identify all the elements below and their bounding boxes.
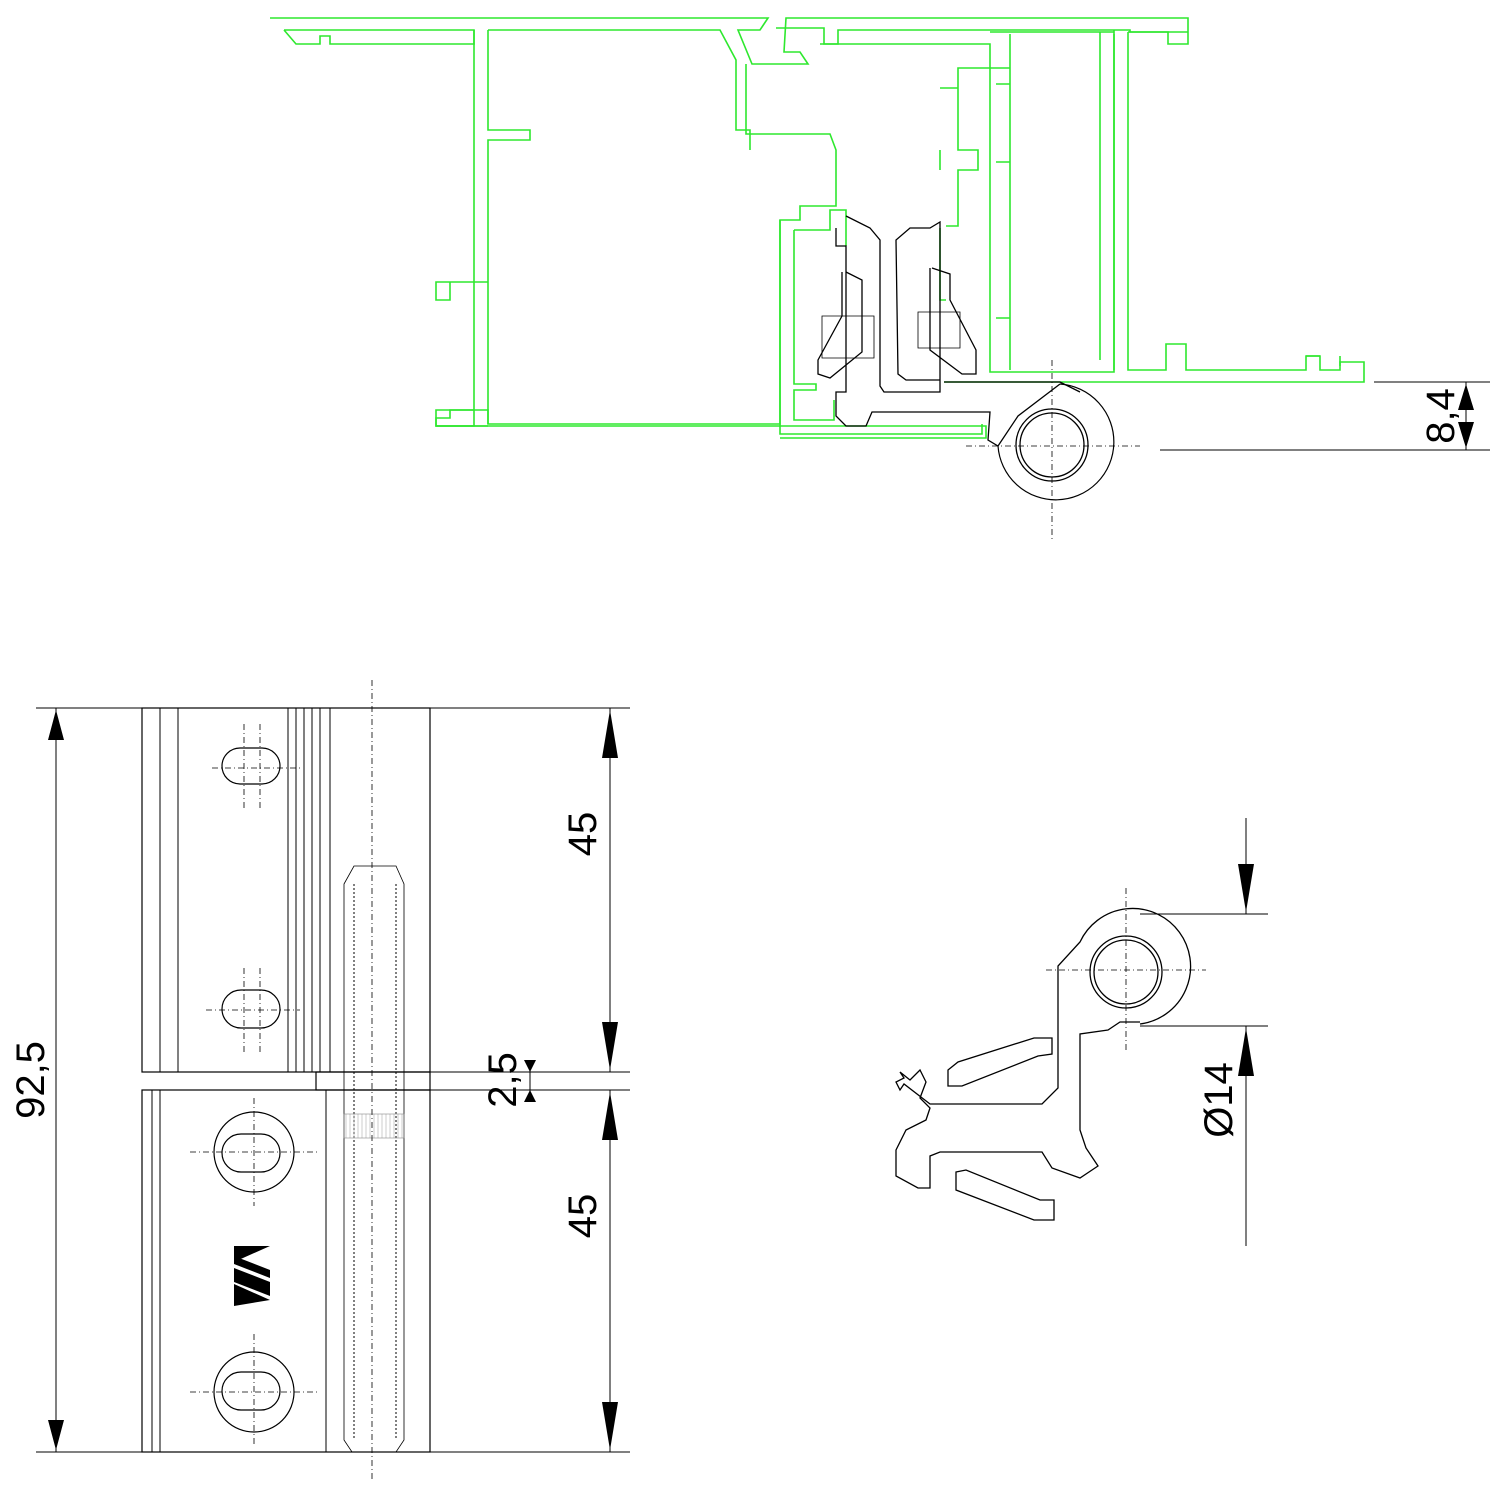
dimension-total-height: 92,5: [9, 707, 142, 1453]
total-height-label: 92,5: [9, 1041, 53, 1119]
hinge-front-view: [141, 680, 431, 1480]
dimension-offset: 8,4: [1160, 381, 1490, 451]
profile-section: [270, 17, 1365, 439]
dimension-gap: 2,5: [430, 1052, 630, 1108]
av-logo: [234, 1246, 270, 1306]
hinge-section-top: [817, 215, 1140, 540]
dimension-pin-diameter: Ø14: [1140, 818, 1268, 1246]
offset-dimension-label: 8,4: [1419, 388, 1463, 444]
gap-label: 2,5: [481, 1052, 525, 1108]
dimension-upper-leaf: 45: [430, 707, 630, 1073]
pin-diameter-label: Ø14: [1197, 1062, 1241, 1138]
lower-leaf-label: 45: [561, 1194, 605, 1239]
hinge-cross-section: [895, 888, 1206, 1221]
upper-leaf-label: 45: [561, 812, 605, 857]
dimension-lower-leaf: 45: [430, 1090, 630, 1453]
